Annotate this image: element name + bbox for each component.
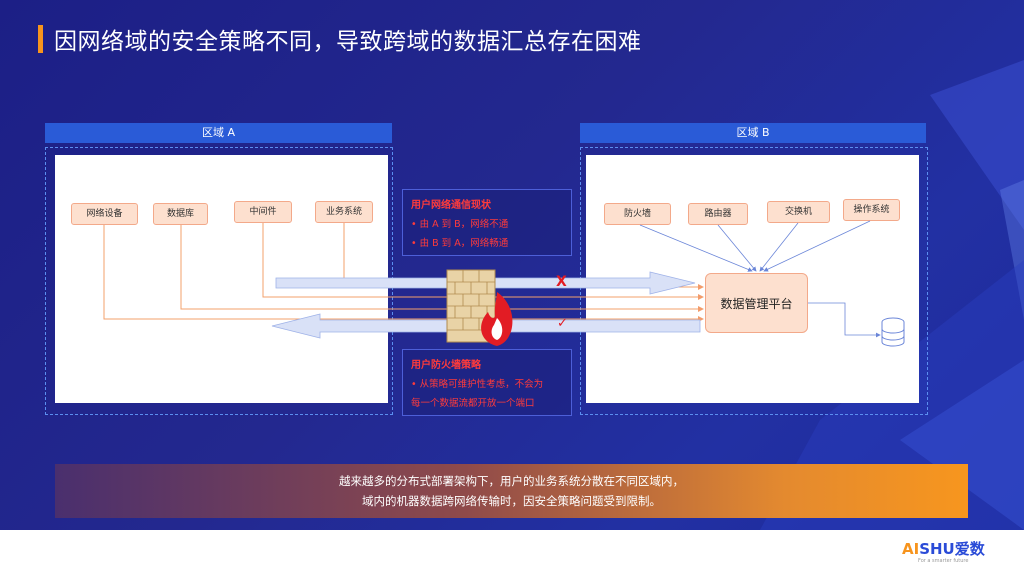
- firewall-policy-box: 用户防火墙策略 • 从策略可维护性考虑，不会为 每一个数据流都开放一个端口: [402, 349, 572, 416]
- node-switch: 交换机: [767, 201, 830, 223]
- footer: [0, 530, 1024, 576]
- node-database: 数据库: [153, 203, 208, 225]
- logo-tagline: For a smarter future: [918, 558, 969, 564]
- node-firewall: 防火墙: [604, 203, 671, 225]
- node-network-device: 网络设备: [71, 203, 138, 225]
- network-status-box: 用户网络通信现状 • 由 A 到 B，网络不通 • 由 B 到 A，网络畅通: [402, 189, 572, 256]
- blocked-mark: X: [556, 274, 567, 290]
- allowed-mark: ✓: [557, 316, 568, 331]
- banner-line-1: 越来越多的分布式部署架构下，用户的业务系统分散在不同区域内，: [339, 474, 684, 488]
- node-os: 操作系统: [843, 199, 900, 221]
- node-business-system: 业务系统: [315, 201, 373, 223]
- network-status-line: • 由 B 到 A，网络畅通: [411, 238, 509, 249]
- firewall-icon: [446, 269, 513, 346]
- node-router: 路由器: [688, 203, 748, 225]
- region-b-links: [639, 220, 881, 338]
- node-middleware: 中间件: [234, 201, 292, 223]
- network-status-title: 用户网络通信现状: [411, 200, 491, 211]
- database-icon: [881, 317, 905, 347]
- summary-banner: 越来越多的分布式部署架构下，用户的业务系统分散在不同区域内， 域内的机器数据跨网…: [55, 464, 968, 518]
- data-management-platform: 数据管理平台: [705, 273, 808, 333]
- logo-part-shu: SHU: [919, 540, 955, 558]
- page-title: 因网络域的安全策略不同，导致跨域的数据汇总存在困难: [54, 29, 642, 55]
- logo-part-ai: AI: [902, 540, 920, 558]
- aishu-logo: AISHU爱数: [902, 538, 985, 559]
- region-a-header: 区域 A: [45, 123, 392, 143]
- region-b-header: 区域 B: [580, 123, 926, 143]
- title-accent-bar: [38, 25, 43, 53]
- network-status-line: • 由 A 到 B，网络不通: [411, 219, 509, 230]
- firewall-policy-line: 每一个数据流都开放一个端口: [411, 398, 535, 409]
- logo-part-cn: 爱数: [954, 540, 985, 558]
- banner-line-2: 域内的机器数据跨网络传输时，因安全策略问题受到限制。: [362, 494, 661, 508]
- firewall-policy-title: 用户防火墙策略: [411, 360, 481, 371]
- firewall-policy-line: • 从策略可维护性考虑，不会为: [411, 379, 544, 390]
- flow-diagram: [103, 220, 905, 347]
